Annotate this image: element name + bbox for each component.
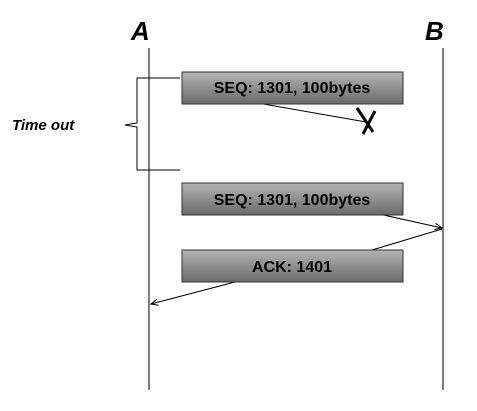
first-seq-packet-box	[181, 71, 404, 105]
x-mark-icon	[355, 107, 377, 135]
retransmit-seq-packet-label: SEQ: 1301, 100bytes	[214, 192, 371, 209]
ack-packet-label: ACK: 1401	[252, 259, 332, 276]
ack-arrow-lower	[151, 281, 236, 304]
endpoint-a-label: A	[130, 16, 150, 46]
first-seq-packet-label: SEQ: 1301, 100bytes	[214, 80, 371, 97]
ack-packet-box	[181, 249, 404, 283]
retransmit-seq-packet-box	[181, 182, 404, 216]
timeout-label: Time out	[12, 117, 75, 134]
endpoint-b-label: B	[425, 16, 444, 46]
timeout-brace	[124, 77, 180, 171]
ack-arrow-upper	[371, 228, 443, 251]
